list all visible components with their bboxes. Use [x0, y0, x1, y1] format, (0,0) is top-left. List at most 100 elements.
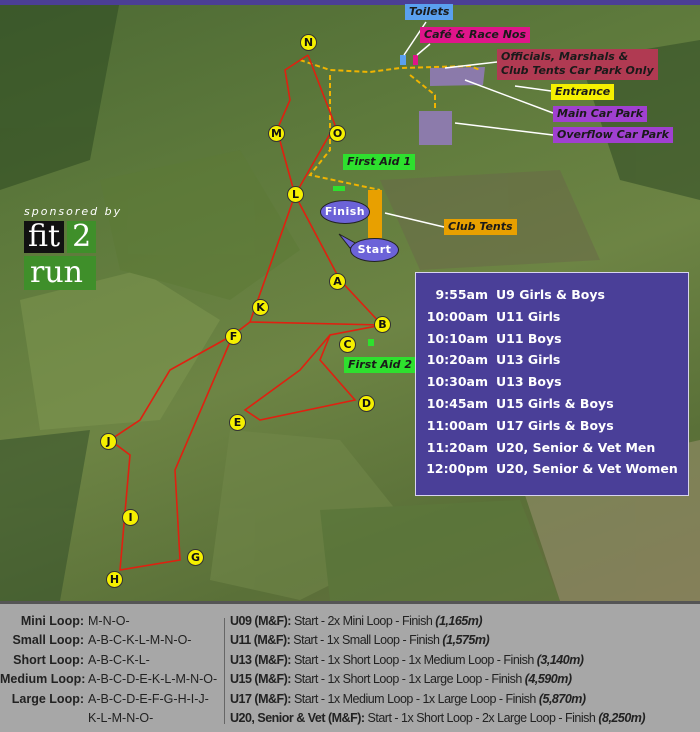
main-car-park-label: Main Car Park: [553, 106, 648, 122]
marker-a: A: [329, 273, 346, 290]
race-route-row: U09 (M&F): Start - 2x Mini Loop - Finish…: [230, 614, 645, 633]
race-category: U20, Senior & Vet (M&F):: [230, 710, 365, 725]
race-category: U11 (M&F):: [230, 633, 291, 648]
officials-car-park-label: Officials, Marshals &Club Tents Car Park…: [497, 49, 658, 80]
race-route-row: U11 (M&F): Start - 1x Small Loop - Finis…: [230, 633, 645, 652]
marker-h: H: [106, 571, 123, 588]
loop-name: Large Loop:: [11, 691, 84, 706]
race-description: Start - 1x Short Loop - 1x Medium Loop -…: [293, 652, 534, 667]
finish-marker: Finish: [320, 200, 370, 224]
loop-definitions: Mini Loop: M-N-O- Small Loop:A-B-C-K-L-M-N…: [0, 614, 222, 730]
logo-run: run: [24, 256, 96, 290]
officials-label-line1: Officials, Marshals &: [501, 50, 629, 63]
race-distance: (1,575m): [442, 633, 490, 648]
loop-route: A-B-C-D-E-K-L-M-N-O-: [88, 672, 218, 687]
marker-o: O: [329, 125, 346, 142]
schedule-race: U11 Girls: [496, 308, 561, 324]
toilets-label: Toilets: [405, 4, 454, 20]
race-routes: U09 (M&F): Start - 2x Mini Loop - Finish…: [230, 614, 646, 730]
schedule-row: 11:20am U20, Senior & Vet Men: [416, 440, 688, 462]
club-tents-label: Club Tents: [444, 219, 517, 235]
marker-i: I: [122, 509, 139, 526]
schedule-row: 9:55am U9 Girls & Boys: [416, 287, 688, 309]
race-category: U17 (M&F):: [230, 691, 291, 706]
loop-row: Small Loop:A-B-C-K-L-M-N-O-: [0, 633, 222, 652]
race-route-row: U13 (M&F): Start - 1x Short Loop - 1x Me…: [230, 653, 645, 672]
loop-name: Short Loop:: [13, 652, 84, 667]
map-overlay: [0, 0, 700, 601]
first-aid-2-label: First Aid 2: [344, 357, 416, 373]
overflow-car-park-label: Overflow Car Park: [553, 127, 673, 143]
logo-fit: fit: [24, 221, 65, 253]
schedule-race: U20, Senior & Vet Men: [496, 439, 656, 455]
race-category: U09 (M&F):: [230, 614, 291, 628]
loop-name: Mini Loop:: [20, 614, 84, 628]
main-car-park-area: [430, 67, 485, 86]
schedule-row: 10:10am U11 Boys: [416, 331, 688, 353]
race-distance: (8,250m): [598, 710, 646, 725]
marker-b: B: [374, 316, 391, 333]
schedule-row: 10:30am U13 Boys: [416, 374, 688, 396]
loop-row: Mini Loop: M-N-O-: [0, 614, 222, 633]
access-path: [299, 59, 481, 191]
race-description: Start - 2x Mini Loop - Finish: [293, 614, 433, 628]
officials-label-line2: Club Tents Car Park Only: [501, 64, 654, 77]
race-category: U15 (M&F):: [230, 672, 291, 687]
marker-g: G: [187, 549, 204, 566]
loop-row: Medium Loop:A-B-C-D-E-K-L-M-N-O-: [0, 672, 222, 691]
schedule-time: 10:30am: [426, 374, 488, 390]
loop-route: K-L-M-N-O-: [88, 710, 154, 725]
cafe-location: [413, 55, 418, 65]
top-bar: [0, 0, 700, 5]
marker-l: L: [287, 186, 304, 203]
race-distance: (5,870m): [538, 691, 586, 706]
schedule-race: U9 Girls & Boys: [496, 287, 605, 302]
marker-n: N: [300, 34, 317, 51]
race-distance: (1,165m): [435, 614, 483, 628]
marker-k: K: [252, 299, 269, 316]
course-map: Toilets Café & Race Nos Officials, Marsh…: [0, 0, 700, 601]
schedule-time: 9:55am: [435, 287, 488, 302]
schedule-race: U15 Girls & Boys: [496, 395, 614, 411]
schedule-time: 10:00am: [426, 308, 488, 324]
first-aid-1-location: [333, 186, 345, 191]
race-description: Start - 1x Small Loop - Finish: [293, 633, 440, 648]
sponsored-by-text: sponsored by: [24, 205, 123, 218]
loop-name: Small Loop:: [12, 633, 84, 648]
loop-name: Medium Loop:: [0, 672, 86, 687]
race-route-row: U17 (M&F): Start - 1x Medium Loop - 1x L…: [230, 692, 645, 711]
schedule-race: U13 Boys: [496, 374, 562, 390]
race-description: Start - 1x Short Loop - 2x Large Loop - …: [367, 710, 596, 725]
marker-c: C: [339, 336, 356, 353]
toilets-location: [400, 55, 406, 65]
logo-2: 2: [67, 221, 97, 253]
loop-row: K-L-M-N-O-: [0, 711, 222, 730]
schedule-time: 12:00pm: [426, 461, 488, 477]
legend-divider: [224, 618, 225, 724]
race-distance: (3,140m): [536, 652, 584, 667]
cafe-label: Café & Race Nos: [420, 27, 531, 43]
schedule-race: U11 Boys: [496, 330, 562, 346]
first-aid-1-label: First Aid 1: [343, 154, 415, 170]
marker-d: D: [358, 395, 375, 412]
schedule-race: U17 Girls & Boys: [496, 417, 614, 433]
loop-route: A-B-C-D-E-F-G-H-I-J-: [88, 691, 209, 706]
schedule-row: 10:00am U11 Girls: [416, 309, 688, 331]
loop-route: A-B-C-K-L-: [88, 652, 150, 667]
fields: [0, 0, 700, 601]
loop-route: M-N-O-: [88, 614, 130, 628]
loop-row: Large Loop: A-B-C-D-E-F-G-H-I-J-: [0, 692, 222, 711]
loop-row: Short Loop: A-B-C-K-L-: [0, 653, 222, 672]
loop-name: [0, 711, 88, 730]
overflow-car-park-area: [419, 111, 452, 145]
race-description: Start - 1x Medium Loop - 1x Large Loop -…: [293, 691, 536, 706]
marker-j: J: [100, 433, 117, 450]
schedule-time: 11:20am: [426, 439, 488, 455]
schedule-race: U13 Girls: [496, 352, 561, 368]
schedule-time: 10:10am: [426, 330, 488, 346]
